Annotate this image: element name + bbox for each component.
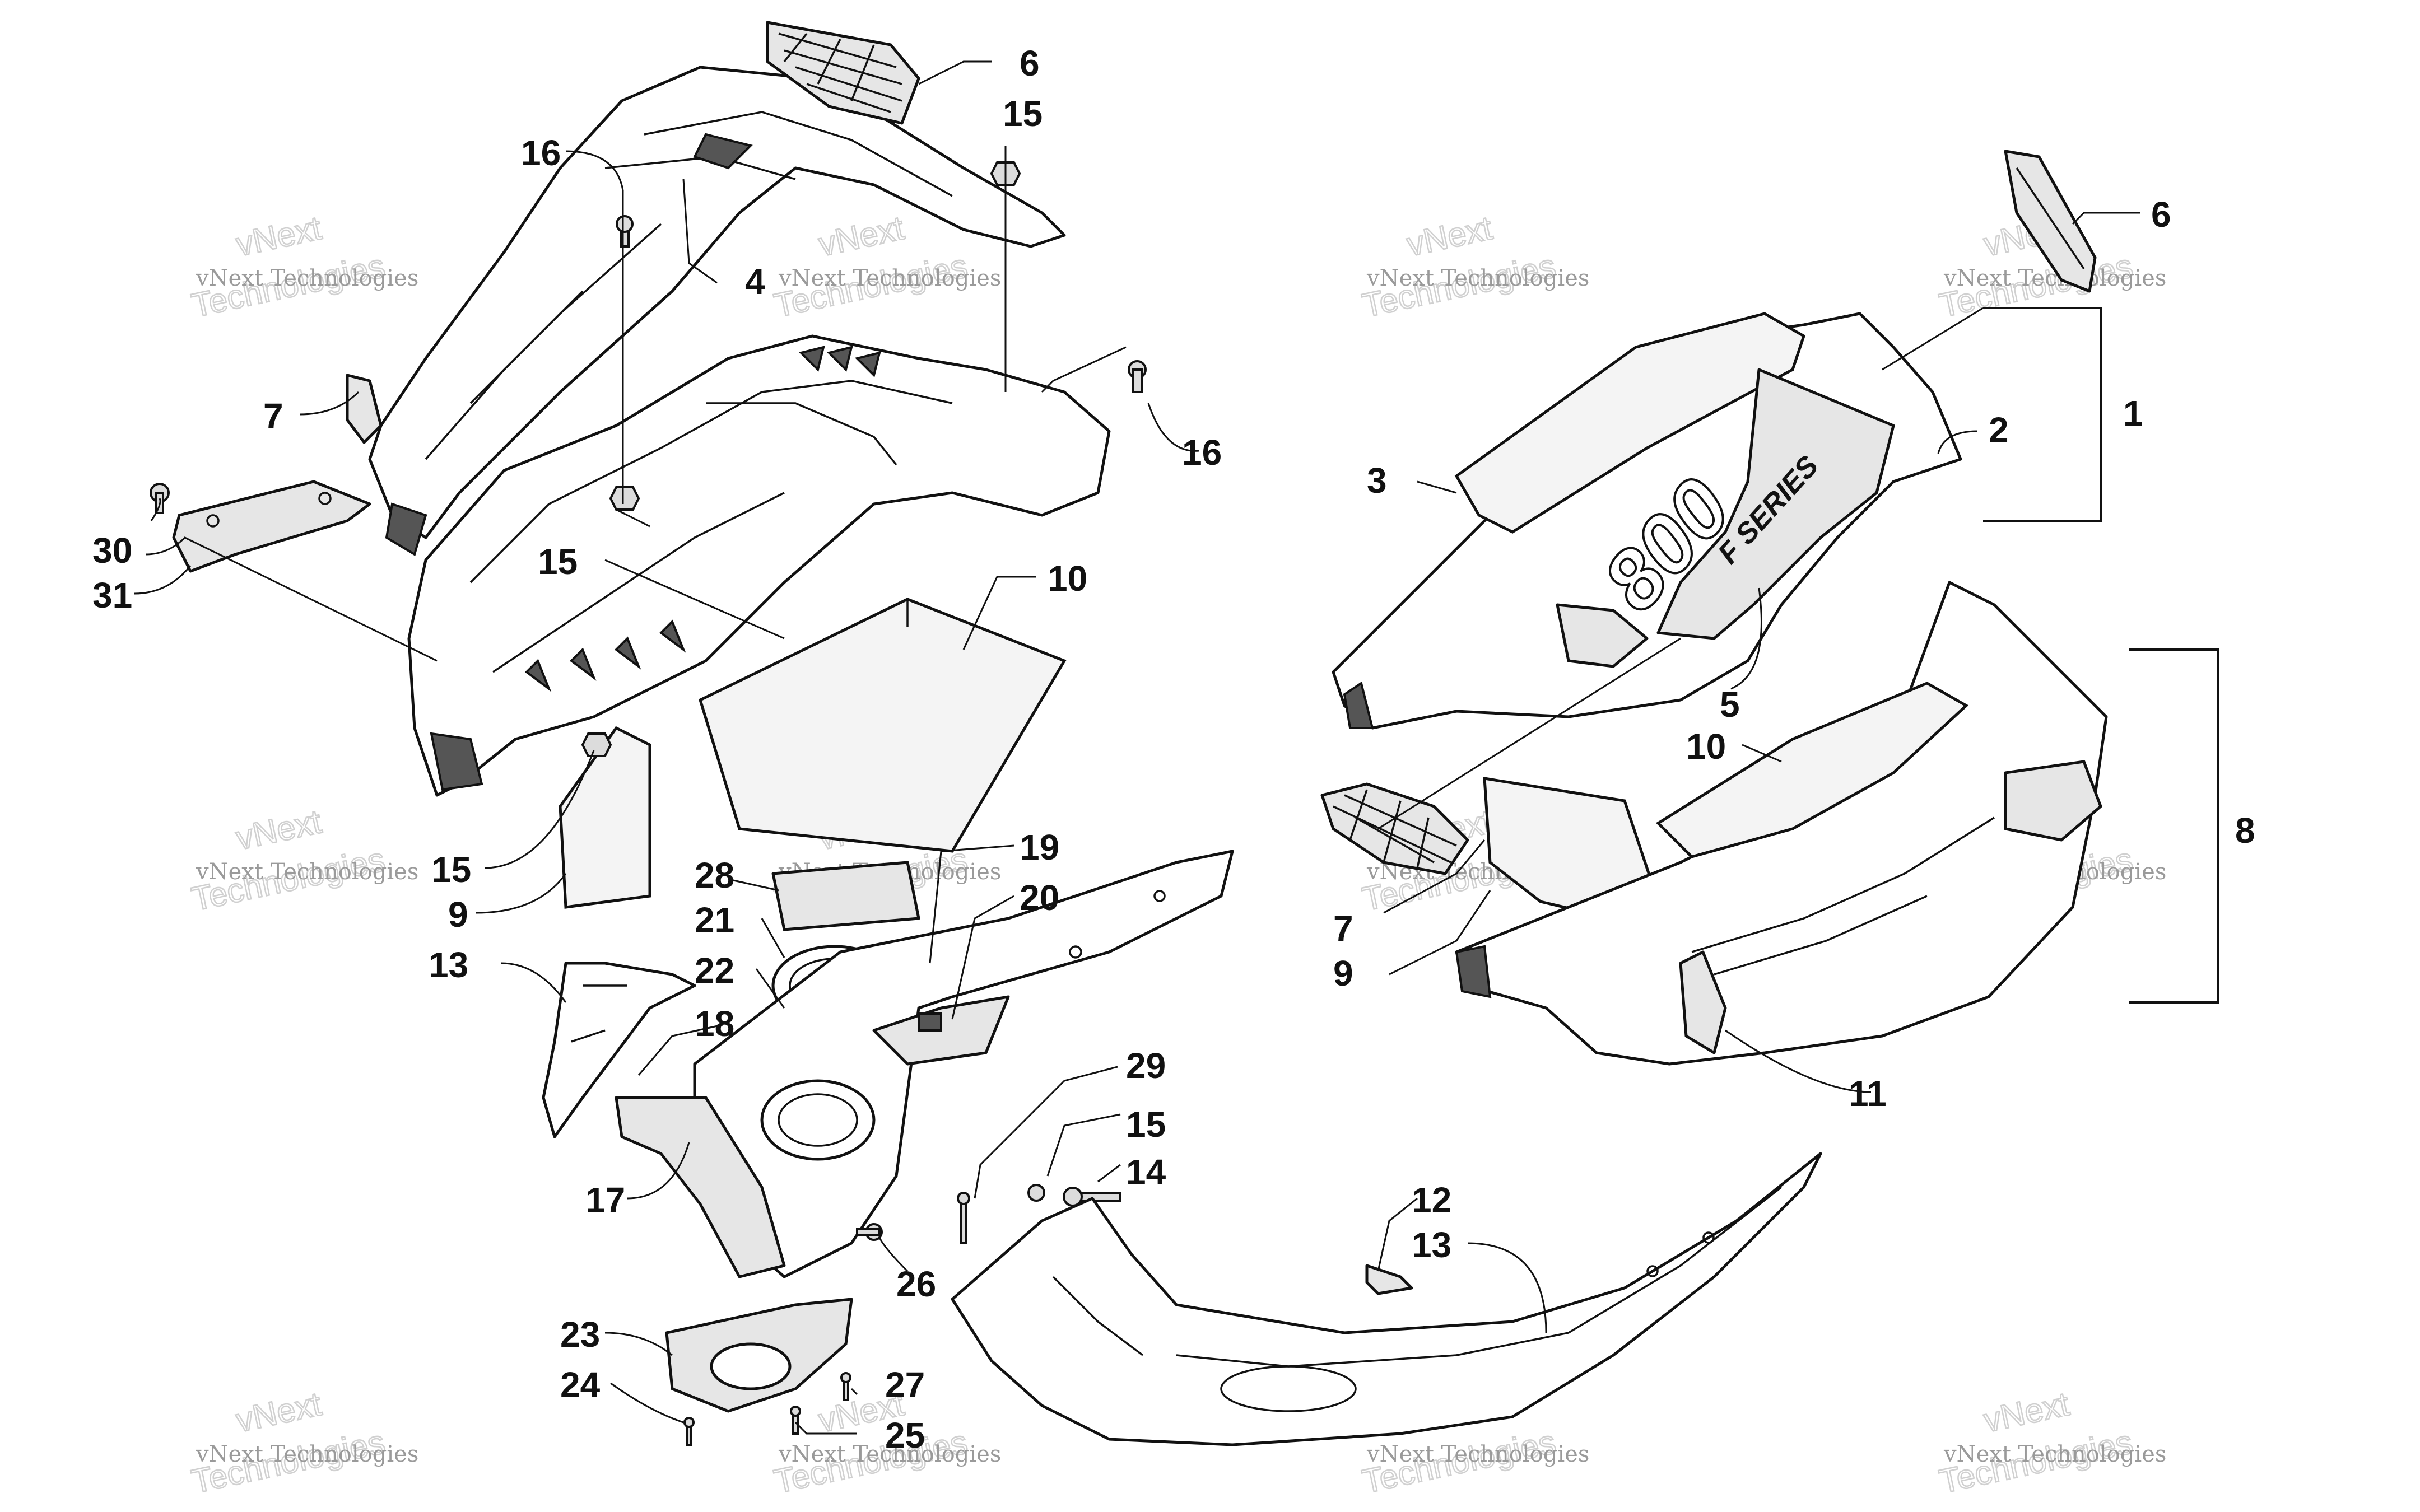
foam-part-10-left[interactable] bbox=[698, 598, 1067, 853]
leader-lines bbox=[134, 60, 2140, 1435]
callout-28: 28 bbox=[695, 855, 734, 895]
callout-labels: 1 2 3 4 5 6 6 7 7 8 9 9 10 10 11 12 13 1… bbox=[92, 43, 2255, 1455]
vent-part-7-left[interactable] bbox=[346, 374, 383, 444]
fastener-part-16-right[interactable] bbox=[1128, 360, 1147, 393]
callout-8: 8 bbox=[2235, 810, 2255, 851]
watermark: vNext Technologies vNext Technologies bbox=[188, 1384, 418, 1501]
foam-part-10-right[interactable] bbox=[1656, 682, 1969, 858]
rivet-part-29[interactable] bbox=[957, 1192, 970, 1244]
svg-text:vNext: vNext bbox=[232, 802, 324, 857]
hood-nose-top-part-4[interactable] bbox=[368, 66, 1066, 557]
deflector-part-17[interactable] bbox=[615, 1096, 786, 1278]
screw-part-26[interactable] bbox=[856, 1223, 883, 1241]
svg-text:vNext: vNext bbox=[1980, 1385, 2072, 1439]
svg-text:vNext Technologies: vNext Technologies bbox=[196, 1441, 418, 1467]
svg-text:vNext Technologies: vNext Technologies bbox=[1366, 265, 1589, 291]
vent-grille-part-6-left[interactable] bbox=[766, 21, 920, 125]
callout-12: 12 bbox=[1412, 1180, 1451, 1220]
callout-10-right: 10 bbox=[1686, 726, 1726, 767]
callout-29: 29 bbox=[1126, 1046, 1166, 1086]
callout-16-top: 16 bbox=[521, 133, 561, 173]
callout-5: 5 bbox=[1720, 684, 1740, 725]
callout-6-right: 6 bbox=[2151, 194, 2171, 235]
callout-26: 26 bbox=[896, 1264, 936, 1304]
callout-17: 17 bbox=[585, 1180, 625, 1220]
assembly-bracket-8 bbox=[2129, 648, 2219, 1004]
plate-part-20[interactable] bbox=[872, 995, 1010, 1066]
side-panel-part-18[interactable] bbox=[542, 962, 696, 1138]
side-panel-assembly-part-2[interactable]: 800 F SERIES bbox=[1332, 312, 1962, 730]
callout-16-right: 16 bbox=[1182, 432, 1222, 473]
svg-text:vNext Technologies: vNext Technologies bbox=[196, 265, 418, 291]
bolt-part-14[interactable] bbox=[1063, 1187, 1121, 1207]
callout-31: 31 bbox=[92, 575, 132, 615]
svg-text:vNext Technologies: vNext Technologies bbox=[778, 265, 1001, 291]
watermark: vNext Technologies vNext Technologies bbox=[188, 208, 418, 325]
nut-part-15-lower[interactable] bbox=[581, 732, 612, 757]
clip-part-12[interactable] bbox=[1365, 1264, 1413, 1295]
screw-part-30[interactable] bbox=[150, 483, 170, 514]
callout-19: 19 bbox=[1020, 827, 1059, 867]
svg-text:vNext Technologies: vNext Technologies bbox=[778, 1441, 1001, 1467]
callout-11: 11 bbox=[1849, 1074, 1887, 1114]
callout-7-right: 7 bbox=[1333, 908, 1353, 949]
callout-23: 23 bbox=[560, 1314, 600, 1355]
callout-15-left: 15 bbox=[431, 850, 471, 890]
rivet-part-27[interactable] bbox=[840, 1372, 851, 1401]
svg-text:vNext: vNext bbox=[815, 209, 907, 263]
svg-text:vNext Technologies: vNext Technologies bbox=[1943, 1441, 2166, 1467]
rivet-part-25[interactable] bbox=[790, 1406, 801, 1435]
callout-21: 21 bbox=[695, 900, 734, 940]
vent-part-6-right[interactable] bbox=[2004, 150, 2097, 293]
callout-14: 14 bbox=[1126, 1152, 1166, 1192]
duct-part-23[interactable] bbox=[665, 1298, 853, 1413]
callout-24: 24 bbox=[560, 1365, 601, 1405]
bracket-part-31[interactable] bbox=[172, 480, 371, 573]
assembly-bracket-1 bbox=[1983, 307, 2102, 522]
svg-text:vNext: vNext bbox=[1403, 209, 1495, 263]
callout-13-bottom: 13 bbox=[1412, 1225, 1451, 1265]
washer-part-15-lower[interactable] bbox=[1027, 1184, 1045, 1202]
rivet-part-24[interactable] bbox=[683, 1417, 695, 1446]
intake-plate-part-28[interactable] bbox=[771, 861, 920, 931]
vent-grille-part-7-right[interactable] bbox=[1320, 782, 1469, 875]
watermark: vNext Technologies vNext Technologies bbox=[1358, 208, 1589, 325]
svg-text:vNext Technologies: vNext Technologies bbox=[196, 859, 418, 885]
belly-pan-front-part-19[interactable] bbox=[693, 850, 1234, 1278]
callout-10-left: 10 bbox=[1048, 558, 1087, 599]
watermark: vNext Technologies vNext Technologies bbox=[188, 802, 418, 919]
svg-text:vNext Technologies: vNext Technologies bbox=[1366, 1441, 1589, 1467]
side-pan-part-13[interactable] bbox=[951, 1152, 1822, 1446]
callout-15-top: 15 bbox=[1003, 94, 1043, 134]
callout-25: 25 bbox=[885, 1415, 925, 1455]
callout-15-lower: 15 bbox=[1126, 1104, 1166, 1145]
callout-6-left: 6 bbox=[1020, 43, 1040, 83]
svg-text:vNext: vNext bbox=[232, 209, 324, 263]
callout-2: 2 bbox=[1989, 410, 2009, 450]
front-hood-base[interactable] bbox=[407, 334, 1111, 797]
callout-3: 3 bbox=[1367, 460, 1387, 501]
callout-9-right: 9 bbox=[1333, 953, 1353, 993]
callout-4: 4 bbox=[745, 262, 765, 302]
callout-15-mid: 15 bbox=[538, 542, 578, 582]
nut-part-15-mid[interactable] bbox=[609, 486, 640, 511]
callout-20: 20 bbox=[1020, 878, 1059, 918]
callout-1: 1 bbox=[2123, 393, 2143, 433]
callout-9-left: 9 bbox=[448, 894, 468, 935]
callout-7-left: 7 bbox=[263, 396, 283, 436]
svg-text:vNext: vNext bbox=[232, 1385, 324, 1439]
vent-part-11[interactable] bbox=[1679, 950, 1727, 1054]
watermark: vNext Technologies vNext Technologies bbox=[1935, 1384, 2166, 1501]
callout-22: 22 bbox=[695, 950, 734, 991]
callout-13-left: 13 bbox=[429, 945, 468, 985]
callout-30: 30 bbox=[92, 530, 132, 571]
callout-18: 18 bbox=[695, 1004, 734, 1044]
callout-27: 27 bbox=[885, 1365, 925, 1405]
